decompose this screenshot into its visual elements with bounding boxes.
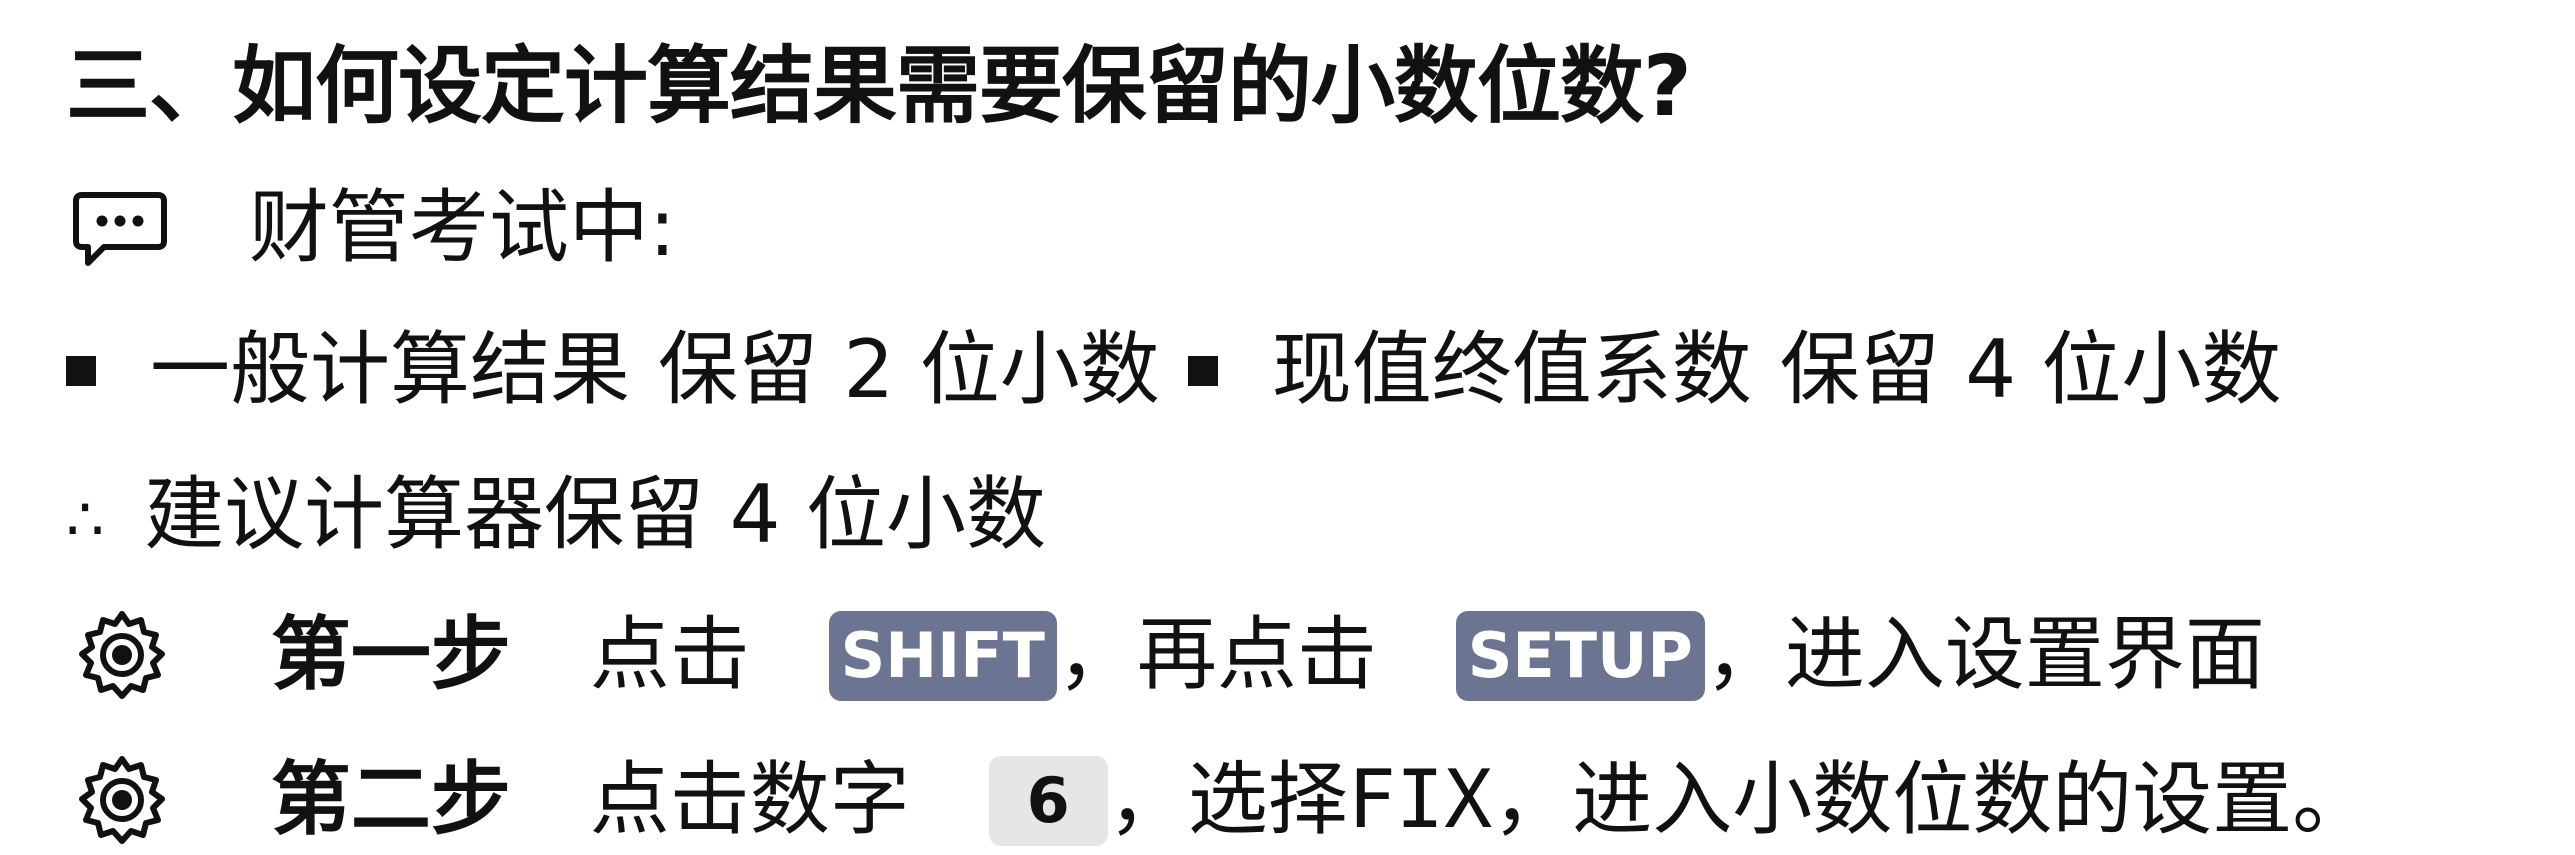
rule-requirement-1: 保留 2 位小数	[658, 323, 1160, 416]
note-line: 财管考试中:	[70, 188, 676, 277]
step-1-label: 第一步	[270, 607, 511, 701]
speech-bubble-icon	[70, 189, 170, 277]
bullet-square-icon	[66, 356, 96, 387]
note-text: 财管考试中:	[248, 181, 676, 274]
step-2-text-middle: ，选择	[1107, 752, 1348, 846]
bullet-square-icon	[1187, 356, 1218, 387]
shift-key: SHIFT	[828, 611, 1057, 701]
rule-requirement-2: 保留 4 位小数	[1779, 323, 2282, 416]
step-1: 第一步 点击 SHIFT，再点击 SETUP，进入设置界面	[72, 610, 2265, 710]
rule-item-2: 现值终值系数	[1271, 323, 1752, 416]
step-1-text-middle: ，再点击	[1056, 607, 1377, 701]
step-1-text-after: ，进入设置界面	[1704, 607, 2265, 701]
number-6-key: 6	[988, 756, 1108, 846]
page-title: 三、如何设定计算结果需要保留的小数位数?	[66, 37, 1692, 135]
gear-icon	[72, 755, 172, 855]
gear-icon	[72, 610, 172, 710]
step-2: 第二步 点击数字 6，选择FIX，进入小数位数的设置。	[72, 755, 2372, 855]
step-2-text-before: 点击数字	[589, 752, 910, 846]
rules-line: 一般计算结果保留 2 位小数现值终值系数保留 4 位小数	[66, 330, 2282, 410]
conclusion-text: 建议计算器保留 4 位小数	[144, 468, 1046, 561]
step-2-text-after: ，进入小数位数的设置。	[1492, 752, 2373, 846]
conclusion-line: ∴建议计算器保留 4 位小数	[66, 475, 1046, 555]
setup-key: SETUP	[1455, 611, 1705, 701]
rule-item-1: 一般计算结果	[150, 323, 630, 416]
step-2-label: 第二步	[270, 752, 511, 846]
step-1-text-before: 点击	[589, 607, 750, 701]
therefore-symbol: ∴	[66, 485, 105, 556]
fix-mode-text: FIX	[1347, 752, 1493, 846]
